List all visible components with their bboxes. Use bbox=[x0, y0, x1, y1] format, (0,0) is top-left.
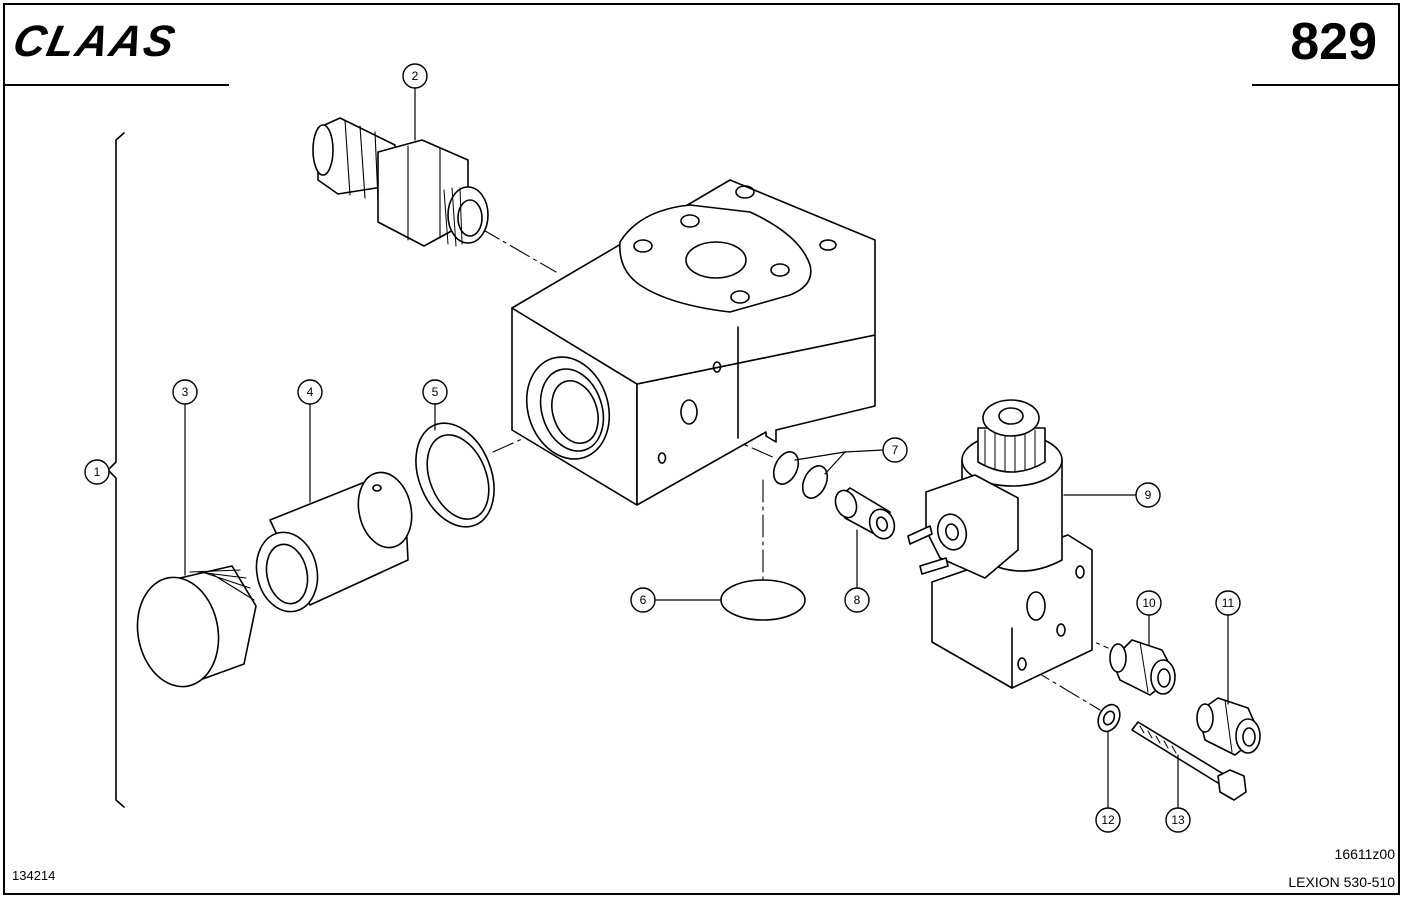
center-lines bbox=[479, 227, 1109, 711]
part-7-o-rings bbox=[772, 451, 829, 499]
part-4-sleeve bbox=[255, 471, 413, 613]
callout-5: 5 bbox=[422, 379, 448, 405]
callout-12: 12 bbox=[1095, 807, 1121, 833]
drawing-code: 16611z00 bbox=[1334, 846, 1395, 862]
svg-text:9: 9 bbox=[1145, 488, 1152, 502]
model-label: LEXION 530-510 bbox=[1288, 874, 1395, 890]
header-rule-right bbox=[1252, 84, 1398, 86]
svg-text:8: 8 bbox=[854, 593, 861, 607]
svg-text:11: 11 bbox=[1222, 596, 1235, 610]
svg-text:3: 3 bbox=[182, 385, 189, 399]
svg-text:10: 10 bbox=[1142, 596, 1156, 610]
page-number: 829 bbox=[1290, 13, 1377, 71]
callout-3: 3 bbox=[172, 379, 198, 405]
callout-11: 11 bbox=[1215, 590, 1241, 616]
part-2-fitting bbox=[312, 117, 489, 247]
svg-text:1: 1 bbox=[94, 465, 101, 479]
callout-labels: 1 2 3 4 5 6 7 8 9 10 11 12 13 bbox=[84, 63, 1241, 833]
valve-block bbox=[511, 179, 876, 506]
part-6-o-ring bbox=[720, 579, 806, 621]
svg-text:2: 2 bbox=[412, 69, 419, 83]
part-3-plug bbox=[136, 565, 257, 688]
header-rule-left bbox=[4, 84, 229, 86]
part-10-fitting bbox=[1109, 639, 1176, 696]
part-5-seal-ring bbox=[415, 422, 495, 528]
svg-text:13: 13 bbox=[1171, 813, 1185, 827]
callout-4: 4 bbox=[297, 379, 323, 405]
svg-text:4: 4 bbox=[307, 385, 314, 399]
part-9-solenoid bbox=[907, 399, 1093, 689]
callout-2: 2 bbox=[402, 63, 428, 89]
callout-6: 6 bbox=[630, 587, 656, 613]
svg-text:6: 6 bbox=[640, 593, 647, 607]
assembly-bracket bbox=[107, 132, 125, 808]
leader-lines bbox=[184, 87, 1229, 809]
callout-8: 8 bbox=[844, 587, 870, 613]
page-frame bbox=[3, 3, 1400, 895]
callout-7: 7 bbox=[882, 437, 908, 463]
svg-text:7: 7 bbox=[892, 443, 899, 457]
part-11-fitting bbox=[1196, 697, 1261, 756]
svg-text:5: 5 bbox=[432, 385, 439, 399]
callout-13: 13 bbox=[1165, 807, 1191, 833]
part-12-washer bbox=[1097, 703, 1121, 733]
svg-text:12: 12 bbox=[1101, 813, 1115, 827]
callout-10: 10 bbox=[1136, 590, 1162, 616]
part-13-bolt bbox=[1131, 721, 1247, 801]
catalog-number: 134214 bbox=[12, 868, 56, 883]
callout-9: 9 bbox=[1135, 482, 1161, 508]
part-8-pin bbox=[834, 487, 896, 540]
callout-1: 1 bbox=[84, 459, 110, 485]
